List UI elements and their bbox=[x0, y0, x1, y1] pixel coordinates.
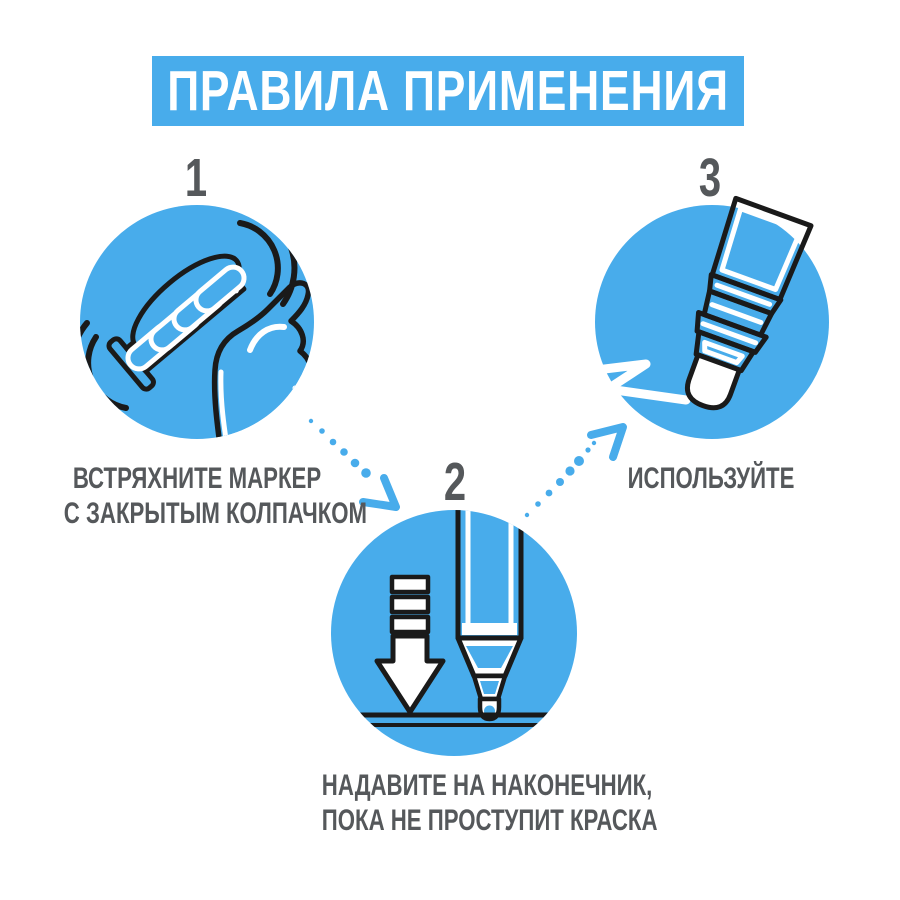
drawn-line-zigzag bbox=[583, 359, 691, 405]
step-1-number: 1 bbox=[184, 148, 208, 208]
step-2-label: НАДАВИТЕ НА НАКОНЕЧНИК, ПОКА НЕ ПРОСТУПИ… bbox=[275, 768, 658, 838]
connector-2-3-dotted-arrow bbox=[524, 423, 627, 518]
connector-1-2-dotted-arrow bbox=[308, 418, 400, 511]
step-2-circle bbox=[331, 510, 577, 756]
title-banner: ПРАВИЛА ПРИМЕНЕНИЯ bbox=[152, 56, 744, 126]
tilted-marker bbox=[684, 195, 814, 411]
marker-drawing-line-icon bbox=[583, 195, 814, 411]
step-2-label-line-1: НАДАВИТЕ НА НАКОНЕЧНИК, bbox=[321, 769, 653, 802]
step-1-label: ВСТРЯХНИТЕ МАРКЕР С ЗАКРЫТЫМ КОЛПАЧКОМ bbox=[17, 461, 377, 531]
step-3-label-line-1: ИСПОЛЬЗУЙТЕ bbox=[627, 462, 795, 495]
finger bbox=[193, 264, 247, 314]
arrowhead-icon bbox=[359, 474, 400, 511]
thumb-line bbox=[247, 323, 287, 353]
step-3-label: ИСПОЛЬЗУЙТЕ bbox=[531, 461, 891, 496]
step-3-number: 3 bbox=[698, 148, 722, 208]
down-arrow-icon bbox=[374, 574, 446, 715]
marker-nib bbox=[684, 352, 742, 411]
page-title: ПРАВИЛА ПРИМЕНЕНИЯ bbox=[167, 59, 729, 123]
step-3-circle bbox=[595, 205, 829, 439]
arrowhead-icon bbox=[587, 423, 627, 461]
step-1-label-line-1: ВСТРЯХНИТЕ МАРКЕР bbox=[72, 462, 322, 495]
surface-lines bbox=[331, 712, 577, 727]
step-2-number: 2 bbox=[443, 452, 467, 512]
marker-pressed-down bbox=[455, 510, 524, 722]
press-marker-nib-down-arrow-icon bbox=[331, 510, 577, 727]
step-2-label-line-2: ПОКА НЕ ПРОСТУПИТ КРАСКА bbox=[321, 804, 658, 837]
step-1-label-line-2: С ЗАКРЫТЫМ КОЛПАЧКОМ bbox=[63, 497, 368, 530]
